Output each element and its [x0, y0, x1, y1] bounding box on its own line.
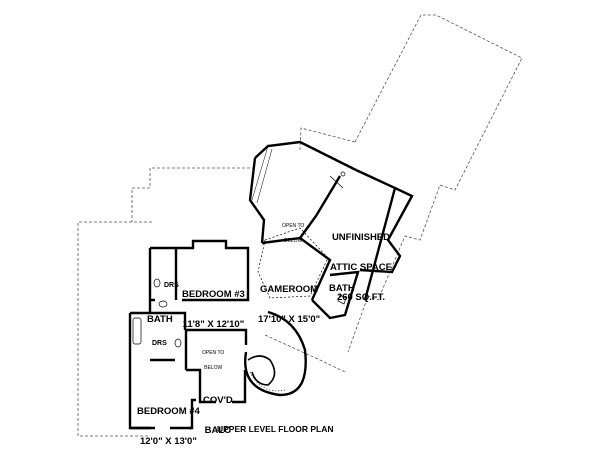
- open-to-below-upper-label: OPEN TO BELOW: [282, 213, 304, 255]
- label-line: OPEN TO: [282, 222, 305, 229]
- room-size: 17'10" X 15'0": [258, 313, 321, 325]
- label-line: COV'D: [203, 394, 233, 406]
- room-name: GAMEROOM: [260, 283, 319, 295]
- label-line: UNFINISHED: [331, 231, 390, 243]
- plan-title: UPPER LEVEL FLOOR PLAN: [217, 424, 334, 434]
- room-name: BEDROOM #4: [137, 405, 200, 417]
- room-size: 11'8" X 12'10": [182, 318, 245, 330]
- label-line: BALC: [204, 424, 232, 436]
- drs-lower-label: DRS: [152, 340, 167, 347]
- drs-upper-label: DRS: [164, 282, 179, 289]
- bath-left-label: BATH: [147, 314, 173, 325]
- covered-balcony-label: COV'D BALC: [203, 376, 233, 456]
- room-name: BEDROOM #3: [182, 288, 245, 300]
- room-size: 12'0" X 13'0": [139, 435, 197, 447]
- walls: [128, 140, 414, 430]
- attic-space-label: UNFINISHED ATTIC SPACE 260 SQ.FT.: [330, 213, 392, 323]
- label-line: BELOW: [204, 365, 223, 372]
- bath-right-label: BATH: [329, 283, 355, 294]
- details: [132, 145, 347, 392]
- gameroom-label: GAMEROOM 17'10" X 15'0": [258, 265, 320, 345]
- bedroom-3-label: BEDROOM #3 11'8" X 12'10": [182, 270, 245, 350]
- bedroom-4-label: BEDROOM #4 12'0" X 13'0": [137, 387, 200, 464]
- label-line: OPEN TO: [202, 349, 225, 356]
- label-line: 260 SQ.FT.: [336, 291, 385, 303]
- label-line: ATTIC SPACE: [330, 261, 392, 273]
- label-line: BELOW: [284, 238, 303, 245]
- open-to-below-stair-label: OPEN TO BELOW: [202, 340, 224, 382]
